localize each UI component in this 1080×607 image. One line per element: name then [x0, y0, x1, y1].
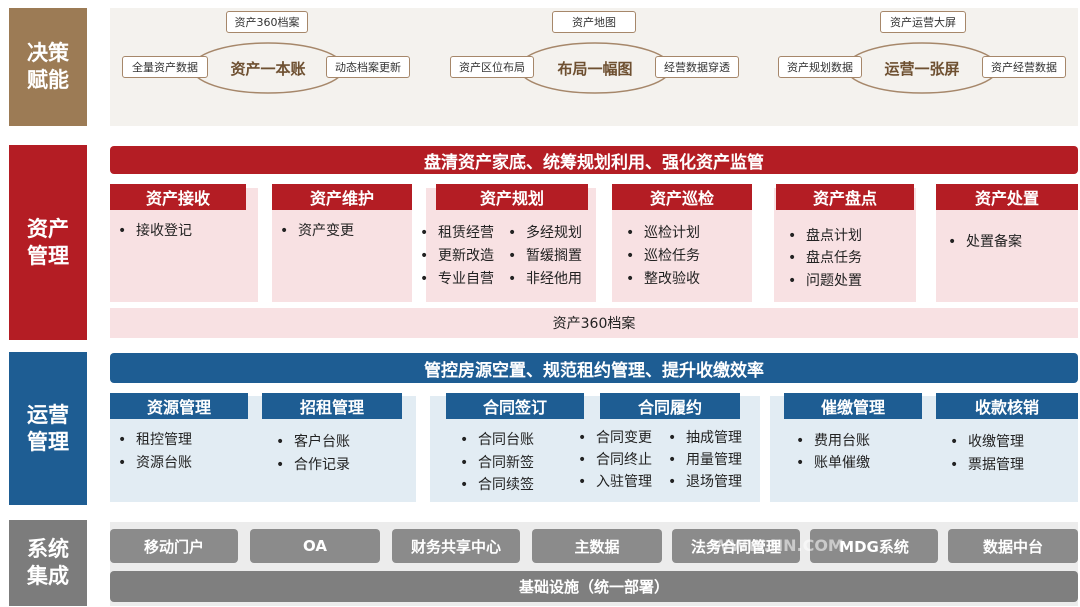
asset-side-label: 资产 管理 [9, 145, 87, 340]
decision-center-3: 运营一张屏 [884, 59, 960, 78]
asset-footer: 资产360档案 [110, 308, 1078, 338]
list-item: 入驻管理 [578, 471, 652, 491]
list-item: 接收登记 [118, 220, 192, 240]
system-button-mobile-portal: 移动门户 [110, 529, 238, 563]
decision-left-1: 全量资产数据 [122, 56, 208, 78]
list-item: 盘点任务 [788, 247, 862, 267]
list-item: 用量管理 [668, 449, 742, 469]
operation-col-3-title: 合同签订 [446, 393, 584, 419]
list-item: 租控管理 [118, 429, 192, 449]
list-item: 抽成管理 [668, 427, 742, 447]
list-item: 退场管理 [668, 471, 742, 491]
list-item: 票据管理 [950, 454, 1024, 474]
operation-col-6-title: 收款核销 [936, 393, 1078, 419]
list-item: 非经他用 [508, 268, 582, 288]
decision-center-2: 布局一幅图 [557, 59, 633, 78]
list-item: 合同台账 [460, 429, 534, 449]
system-button-mdg: MDG系统 [810, 529, 938, 563]
list-item: 资产变更 [280, 220, 354, 240]
operation-banner: 管控房源空置、规范租约管理、提升收缴效率 [110, 353, 1078, 383]
list-item: 合同新签 [460, 452, 534, 472]
decision-right-3: 资产经营数据 [982, 56, 1066, 78]
list-item: 合同续签 [460, 474, 534, 494]
list-item: 专业自营 [420, 268, 494, 288]
decision-top-1: 资产360档案 [226, 11, 308, 33]
list-item: 问题处置 [788, 270, 862, 290]
list-item: 收缴管理 [950, 431, 1024, 451]
list-item: 租赁经营 [420, 222, 494, 242]
system-button-master-data: 主数据 [532, 529, 662, 563]
decision-center-1: 资产一本账 [230, 59, 306, 78]
system-side-label: 系统 集成 [9, 520, 87, 606]
list-item: 客户台账 [276, 431, 350, 451]
asset-banner: 盘清资产家底、统筹规划利用、强化资产监管 [110, 146, 1078, 174]
system-button-oa: OA [250, 529, 380, 563]
list-item: 巡检计划 [626, 222, 700, 242]
list-item: 合同变更 [578, 427, 652, 447]
watermark: WWW.NN.COM [712, 536, 844, 555]
system-button-finance-center: 财务共享中心 [392, 529, 520, 563]
operation-col-5-title: 催缴管理 [784, 393, 922, 419]
system-button-legal-contract: 法务合同管理 [672, 529, 800, 563]
decision-right-1: 动态档案更新 [326, 56, 410, 78]
system-infrastructure: 基础设施（统一部署） [110, 571, 1078, 602]
list-item: 处置备案 [948, 231, 1022, 251]
operation-col-4-title: 合同履约 [600, 393, 740, 419]
asset-col-1-title: 资产接收 [110, 184, 246, 210]
list-item: 合作记录 [276, 454, 350, 474]
decision-side-label: 决策 赋能 [9, 8, 87, 126]
operation-side-label: 运营 管理 [9, 352, 87, 505]
list-item: 整改验收 [626, 268, 700, 288]
list-item: 暂缓搁置 [508, 245, 582, 265]
list-item: 账单催缴 [796, 452, 870, 472]
list-item: 巡检任务 [626, 245, 700, 265]
asset-col-3-title: 资产规划 [436, 184, 588, 210]
operation-col-1-title: 资源管理 [110, 393, 248, 419]
list-item: 合同终止 [578, 449, 652, 469]
asset-col-2-title: 资产维护 [272, 184, 412, 210]
list-item: 费用台账 [796, 430, 870, 450]
decision-left-3: 资产规划数据 [778, 56, 862, 78]
decision-right-2: 经营数据穿透 [655, 56, 739, 78]
operation-col-2-title: 招租管理 [262, 393, 402, 419]
asset-col-6-title: 资产处置 [936, 184, 1078, 210]
list-item: 盘点计划 [788, 225, 862, 245]
asset-col-4-title: 资产巡检 [612, 184, 752, 210]
system-button-data-platform: 数据中台 [948, 529, 1078, 563]
asset-col-5-title: 资产盘点 [776, 184, 914, 210]
decision-top-3: 资产运营大屏 [880, 11, 966, 33]
decision-left-2: 资产区位布局 [450, 56, 534, 78]
list-item: 更新改造 [420, 245, 494, 265]
list-item: 多经规划 [508, 222, 582, 242]
list-item: 资源台账 [118, 452, 192, 472]
decision-top-2: 资产地图 [552, 11, 636, 33]
